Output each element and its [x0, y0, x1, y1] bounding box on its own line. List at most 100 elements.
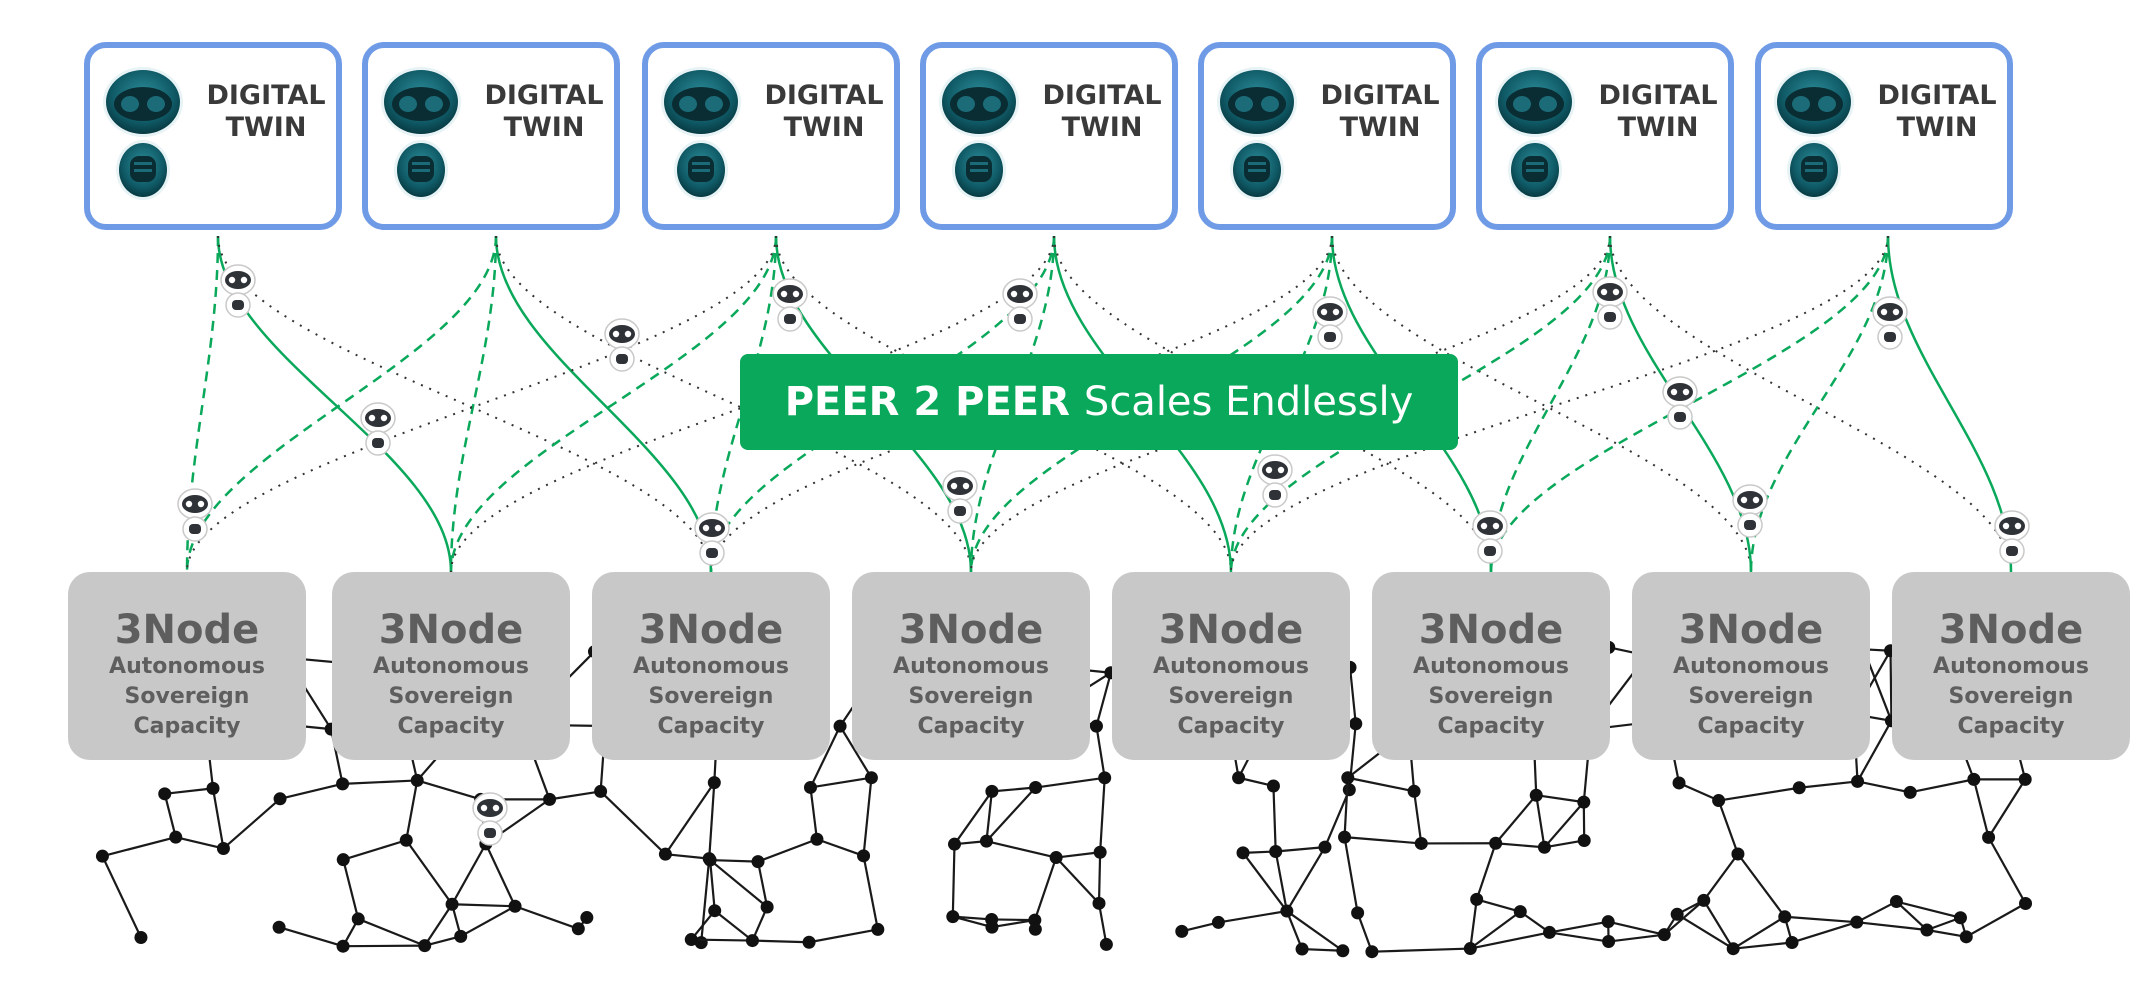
mesh-node [1349, 717, 1363, 731]
mesh-node [947, 837, 961, 851]
node-line-sovereign: Sovereign [124, 684, 250, 709]
mesh-link [810, 776, 872, 789]
robot-icon [772, 278, 808, 332]
mesh-node [803, 780, 817, 794]
mesh-link [809, 787, 819, 840]
mesh-node [1513, 905, 1527, 919]
node-line-sovereign: Sovereign [1428, 684, 1554, 709]
dashed-link [185, 235, 498, 573]
mesh-link [1987, 778, 2027, 838]
twin-label-line2: TWIN [1061, 112, 1143, 143]
mesh-link [951, 844, 956, 917]
mesh-link [1056, 851, 1101, 859]
mesh-link [1549, 931, 1609, 943]
mesh-node [1785, 935, 1799, 949]
mesh-link [342, 779, 418, 785]
mesh-link [1926, 928, 1967, 938]
node-title: 3Node [1418, 607, 1564, 653]
mesh-node [707, 776, 721, 790]
mesh-link [342, 859, 360, 920]
mesh-link [451, 843, 487, 905]
twin-label-line1: DIGITAL [1042, 80, 1162, 111]
robot-icon [939, 67, 1019, 200]
3node-card: 3Node Autonomous Sovereign Capacity [592, 572, 830, 760]
mesh-link [1549, 920, 1609, 934]
dotted-link [1609, 235, 2012, 573]
node-title: 3Node [638, 607, 784, 653]
robot-icon [1732, 484, 1768, 538]
mesh-node [1336, 944, 1350, 958]
mesh-link [1663, 899, 1705, 936]
mesh-node [1093, 845, 1107, 859]
mesh-node [169, 830, 183, 844]
mesh-node [985, 920, 999, 934]
mesh-link [1033, 857, 1058, 921]
mesh-link [1856, 921, 1928, 932]
twin-label-line1: DIGITAL [206, 80, 326, 111]
mesh-node [580, 911, 594, 925]
mesh-link [1343, 777, 1349, 838]
mesh-node [1697, 893, 1711, 907]
mesh-node [1982, 830, 1996, 844]
mesh-link [342, 839, 407, 861]
mesh-link [1856, 720, 1893, 782]
mesh-link [862, 855, 879, 930]
mesh-link [953, 790, 993, 845]
digital-twin-card: DIGITAL TWIN [920, 42, 1178, 230]
twin-label-line1: DIGITAL [764, 80, 884, 111]
mesh-node [703, 853, 717, 867]
twin-label-line2: TWIN [1617, 112, 1699, 143]
mesh-node [1351, 906, 1365, 920]
mesh-node [810, 832, 824, 846]
node-line-autonomous: Autonomous [633, 654, 789, 679]
mesh-node [1211, 915, 1225, 929]
node-line-sovereign: Sovereign [1688, 684, 1814, 709]
dotted-link [1230, 235, 1889, 573]
mesh-node [206, 781, 220, 795]
mesh-node [1920, 923, 1934, 937]
robot-icon [1774, 67, 1854, 200]
3node-card: 3Node Autonomous Sovereign Capacity [1632, 572, 1870, 760]
mesh-node [1577, 795, 1591, 809]
node-title: 3Node [898, 607, 1044, 653]
mesh-link [1302, 947, 1343, 952]
mesh-node [1342, 783, 1356, 797]
mesh-node [272, 920, 286, 934]
mesh-node [1232, 771, 1246, 785]
digital-twin-card: DIGITAL TWIN [642, 42, 900, 230]
mesh-node [410, 773, 424, 787]
mesh-node [1028, 922, 1042, 936]
mesh-link [816, 838, 864, 857]
mesh-link [278, 926, 344, 948]
mesh-link [1055, 856, 1100, 905]
mesh-link [1469, 899, 1478, 949]
mesh-link [1799, 780, 1858, 789]
mesh-link [1218, 909, 1288, 924]
robot-icon [103, 67, 183, 200]
mesh-link [1356, 912, 1373, 953]
twin-label-line2: TWIN [1339, 112, 1421, 143]
digital-twin-card: DIGITAL TWIN [1198, 42, 1456, 230]
mesh-link [416, 779, 481, 801]
mesh-node [1365, 945, 1379, 959]
node-line-capacity: Capacity [1177, 714, 1285, 739]
mesh-link [1035, 776, 1105, 789]
mesh-link [986, 840, 1057, 859]
mesh-node [1889, 895, 1903, 909]
mesh-node [351, 912, 365, 926]
mesh-link [752, 939, 810, 944]
mesh-node [1470, 892, 1484, 906]
banner-rest-text: Scales Endlessly [1083, 379, 1414, 425]
node-title: 3Node [1158, 607, 1304, 653]
robot-icon [942, 470, 978, 524]
robot-icon [1662, 376, 1698, 430]
mesh-node [1028, 913, 1042, 927]
mesh-node [1280, 904, 1294, 918]
digital-twin-card: DIGITAL TWIN [1755, 42, 2013, 230]
mesh-node [1577, 833, 1591, 847]
mesh-node [1338, 830, 1352, 844]
mesh-link [549, 790, 601, 801]
mesh-node [1029, 781, 1043, 795]
mesh-link [1343, 836, 1359, 914]
mesh-link [1285, 910, 1304, 950]
